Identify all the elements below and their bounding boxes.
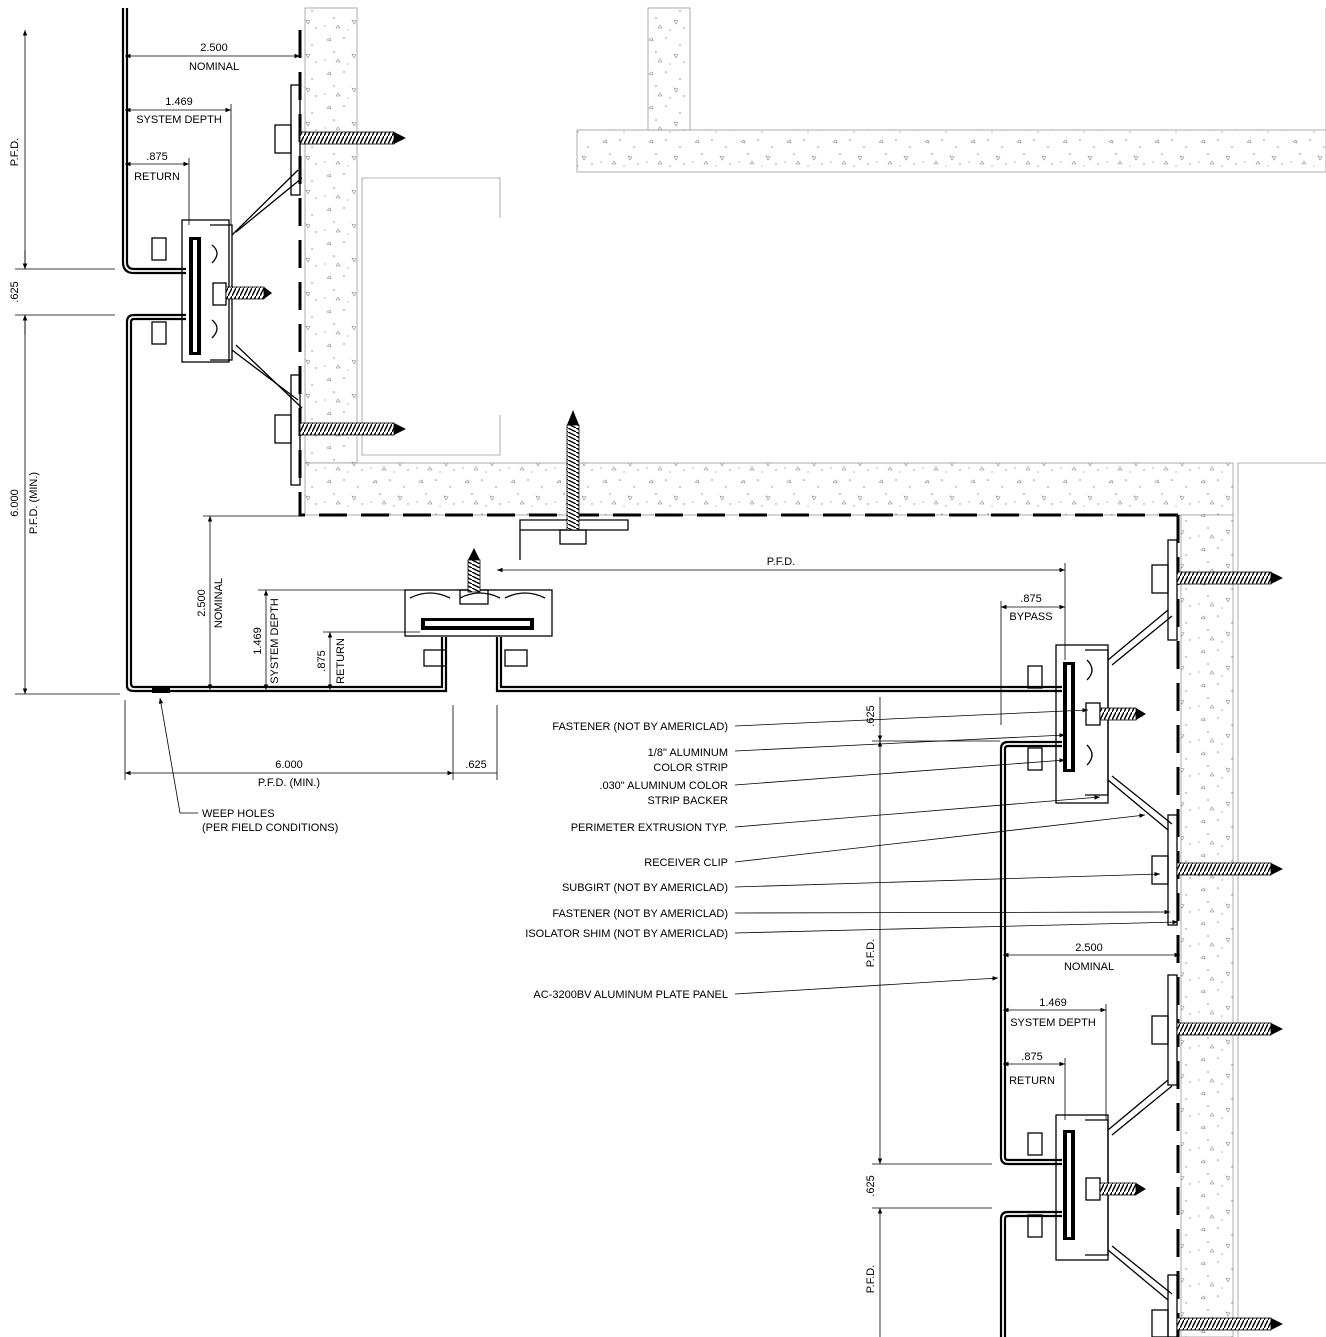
fastener-callout-1: FASTENER (NOT BY AMERICLAD) (552, 721, 728, 733)
left-min-label: P.F.D. (MIN.) (28, 472, 40, 534)
br-system-label: SYSTEM DEPTH (1010, 1017, 1096, 1029)
left-joint: .625 (9, 281, 21, 302)
corner-nominal-value: 2.500 (196, 589, 208, 617)
right-lower-joint-screw (1099, 1182, 1137, 1196)
backer-callout-1: .030" ALUMINUM COLOR (599, 780, 728, 792)
isolator-callout: ISOLATOR SHIM (NOT BY AMERICLAD) (525, 928, 728, 940)
bypass-value: .875 (1020, 593, 1041, 605)
joint-assembly-right-lower (1027, 1079, 1173, 1301)
fastener-callout-2: FASTENER (NOT BY AMERICLAD) (552, 908, 728, 920)
bottom-min-label: P.F.D. (MIN.) (258, 777, 320, 789)
joint-assembly-horizontal (404, 410, 629, 667)
concrete-substrate (304, 7, 1326, 1337)
br-nominal-value: 2.500 (1075, 942, 1103, 954)
br-nominal-label: NOMINAL (1064, 961, 1114, 973)
weep-holes-note: (PER FIELD CONDITIONS) (202, 822, 338, 834)
backer-callout-2: STRIP BACKER (648, 795, 729, 807)
concrete-slab-corner (304, 462, 1234, 516)
tl-system-label: SYSTEM DEPTH (136, 114, 222, 126)
concrete-wall-right (1180, 514, 1234, 1337)
right-pfd-2: P.F.D. (865, 1265, 877, 1294)
corner-system-value: 1.469 (252, 627, 264, 655)
concrete-wall-left (304, 7, 358, 464)
panel-right (999, 740, 1062, 1166)
tl-return-label: RETURN (134, 171, 180, 183)
weep-holes-label: WEEP HOLES (202, 808, 275, 820)
panel-corner (125, 313, 448, 693)
color-strip-callout-2: COLOR STRIP (653, 762, 728, 774)
color-strip-callout-1: 1/8" ALUMINUM (648, 747, 728, 759)
joint-assembly-upper-left (151, 169, 303, 409)
weep-hole-mark (152, 686, 170, 693)
br-return-label: RETURN (1009, 1075, 1055, 1087)
bottom-min-value: 6.000 (275, 759, 303, 771)
horizontal-clip-screw (467, 559, 481, 593)
subgirt-callout: SUBGIRT (NOT BY AMERICLAD) (562, 882, 728, 894)
tl-system-value: 1.469 (165, 96, 193, 108)
callout-labels: WEEP HOLES (PER FIELD CONDITIONS) FASTEN… (202, 721, 728, 1001)
br-system-value: 1.469 (1039, 997, 1067, 1009)
receiver-callout: RECEIVER CLIP (644, 857, 728, 869)
horiz-pfd: P.F.D. (767, 556, 796, 568)
tl-nominal-value: 2.500 (200, 42, 228, 54)
br-return-value: .875 (1021, 1051, 1042, 1063)
right-upper-joint-screw (1099, 707, 1137, 721)
corner-return-value: .875 (316, 650, 328, 671)
bypass-label: BYPASS (1009, 611, 1052, 623)
joint-assembly-right-upper (1027, 609, 1173, 831)
corner-return-label: RETURN (335, 638, 347, 684)
panel-horizontal (495, 637, 1062, 693)
callout-leaders (158, 697, 1179, 995)
tl-nominal-label: NOMINAL (189, 61, 239, 73)
perimeter-callout: PERIMETER EXTRUSION TYP. (571, 822, 728, 834)
panel-callout: AC-3200BV ALUMINUM PLATE PANEL (533, 989, 728, 1001)
corner-slab-screw (566, 424, 580, 531)
concrete-column-top (647, 7, 691, 131)
weather-barrier (298, 30, 1180, 1337)
panel-bottom-right (999, 1210, 1062, 1337)
left-min-value: 6.000 (9, 489, 21, 517)
aluminum-plate-panels (121, 8, 1062, 1337)
dimension-lines (15, 30, 1180, 1337)
upper-left-screw (225, 286, 265, 300)
subgirt-screw-bottom (299, 422, 395, 436)
dimension-labels: 2.500 NOMINAL 1.469 SYSTEM DEPTH .875 RE… (9, 42, 1114, 1293)
concrete-slab-top (576, 129, 1326, 173)
right-pfd-1: P.F.D. (865, 939, 877, 968)
corner-nominal-label: NOMINAL (213, 578, 225, 628)
bottom-joint: .625 (465, 759, 486, 771)
corner-system-label: SYSTEM DEPTH (269, 598, 281, 684)
right-joint-2: .625 (865, 1175, 877, 1196)
subgirt-right (1151, 539, 1283, 1337)
tl-return-value: .875 (146, 151, 167, 163)
subgirt-upper-left (274, 84, 406, 486)
right-joint-1: .625 (865, 705, 877, 726)
panel-upper-left (125, 8, 186, 271)
left-pfd: P.F.D. (9, 138, 21, 167)
subgirt-screw-top (299, 131, 395, 145)
